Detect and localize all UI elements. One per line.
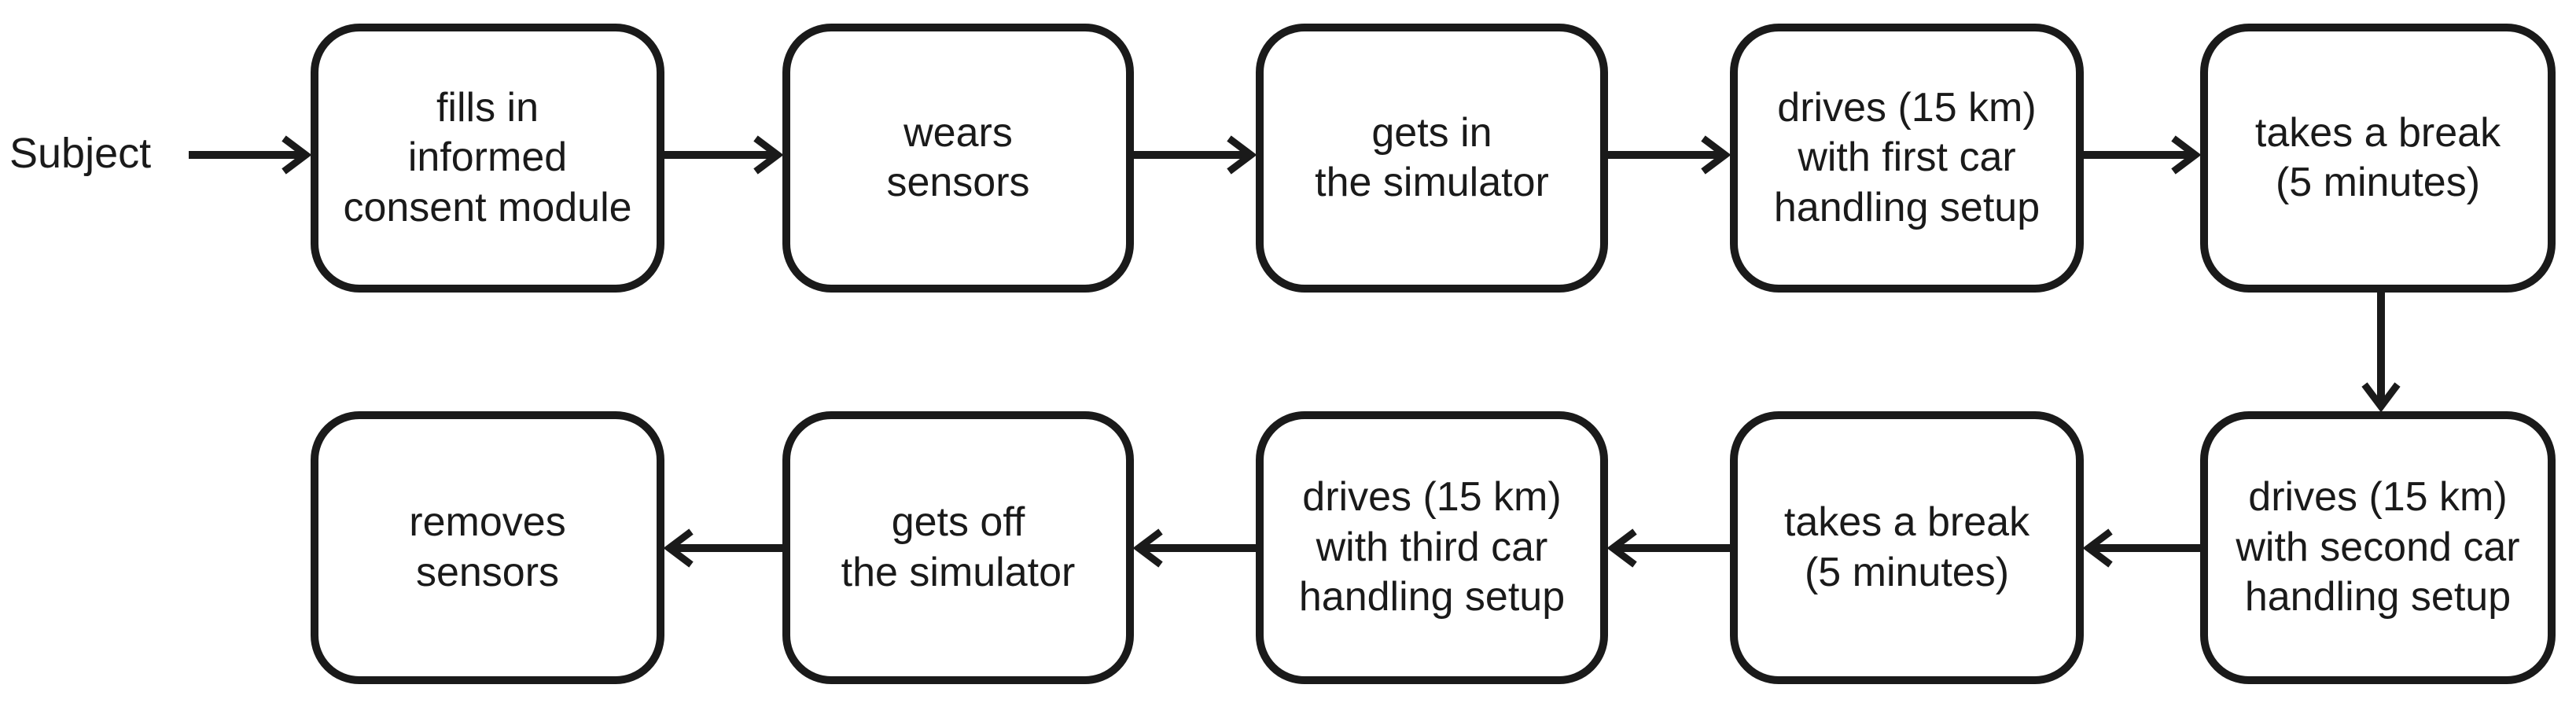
node-wears-sensors: wears sensors xyxy=(782,24,1134,293)
node-gets-in-the-simulator: gets in the simulator xyxy=(1256,24,1608,293)
node-drives-second-car-handling-setup: drives (15 km) with second car handling … xyxy=(2200,411,2556,684)
subject-label: Subject xyxy=(9,130,152,177)
node-takes-a-break-1: takes a break (5 minutes) xyxy=(2200,24,2556,293)
node-fills-in-informed-consent-module: fills in informed consent module xyxy=(311,24,664,293)
node-drives-first-car-handling-setup: drives (15 km) with first car handling s… xyxy=(1730,24,2084,293)
node-takes-a-break-2: takes a break (5 minutes) xyxy=(1730,411,2084,684)
node-gets-off-the-simulator: gets off the simulator xyxy=(782,411,1134,684)
node-drives-third-car-handling-setup: drives (15 km) with third car handling s… xyxy=(1256,411,1608,684)
node-removes-sensors: removes sensors xyxy=(311,411,664,684)
